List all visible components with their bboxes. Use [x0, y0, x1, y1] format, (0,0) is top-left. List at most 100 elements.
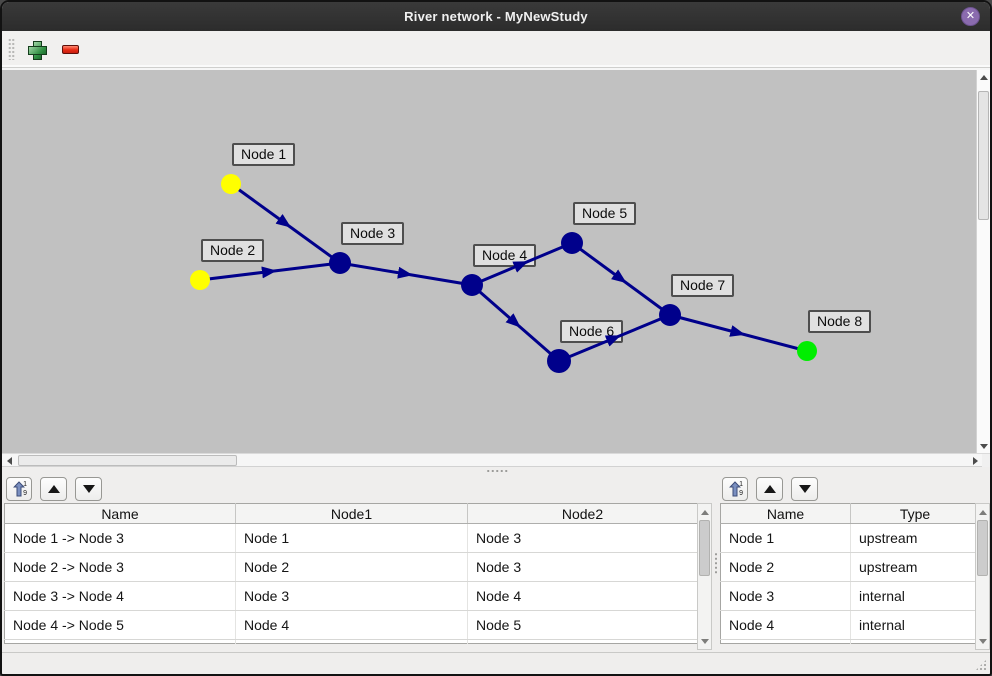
titlebar[interactable]: River network - MyNewStudy ✕: [2, 2, 990, 31]
node-circle[interactable]: [547, 349, 571, 373]
sort-digit-top: 1: [739, 480, 743, 488]
scroll-up-icon[interactable]: [978, 508, 988, 516]
node-label: Node 1: [232, 143, 296, 166]
cell: Node 4: [720, 610, 851, 640]
node-label: Node 3: [341, 222, 405, 245]
bottom-panes: 1 9 Name Node1 Node2 Node 1 -> Node 3 No…: [2, 474, 990, 652]
table-row[interactable]: Node 4 internal: [720, 610, 980, 640]
links-vscroll-thumb[interactable]: [699, 520, 710, 576]
river-edge[interactable]: [558, 313, 671, 363]
scroll-down-icon[interactable]: [979, 442, 989, 450]
cell: internal: [850, 581, 980, 611]
vertical-splitter[interactable]: [713, 474, 718, 652]
table-row[interactable]: Node 4 -> Node 5 Node 4 Node 5: [4, 610, 698, 640]
down-arrow-icon: [82, 484, 95, 493]
river-edge[interactable]: [471, 283, 560, 363]
cell: Node 2: [720, 552, 851, 582]
canvas-horizontal-scrollbar[interactable]: [2, 453, 990, 467]
table-row[interactable]: Node 3 internal: [720, 581, 980, 611]
nodes-vscroll-thumb[interactable]: [977, 520, 988, 576]
links-col-name[interactable]: Name: [4, 503, 236, 524]
nodes-move-down-button[interactable]: [791, 476, 818, 501]
add-node-button[interactable]: [23, 36, 49, 62]
links-vertical-scrollbar[interactable]: [697, 503, 712, 650]
node-circle[interactable]: [221, 174, 241, 194]
node-label: Node 7: [671, 274, 735, 297]
links-sort-button[interactable]: 1 9: [6, 476, 32, 501]
scroll-right-icon[interactable]: [969, 454, 982, 467]
links-col-node1[interactable]: Node1: [235, 503, 468, 524]
links-move-up-button[interactable]: [40, 476, 67, 501]
cell: Node 3: [235, 581, 468, 611]
river-edge[interactable]: [230, 182, 341, 265]
river-edge[interactable]: [571, 241, 671, 317]
cell: Node 4 -> Node 5: [4, 610, 236, 640]
node-circle[interactable]: [461, 274, 483, 296]
table-row[interactable]: Node 2 upstream: [720, 552, 980, 582]
table-row[interactable]: Node 1 upstream: [720, 523, 980, 553]
node-circle[interactable]: [329, 252, 351, 274]
canvas-vertical-scrollbar[interactable]: [976, 70, 990, 453]
status-bar: [2, 652, 990, 674]
up-arrow-icon: [763, 484, 776, 493]
table-row[interactable]: Node 3 -> Node 4 Node 3 Node 4: [4, 581, 698, 611]
nodes-pane: 1 9 Name Type Node 1 upstream Node 2: [718, 474, 990, 652]
nodes-move-up-button[interactable]: [756, 476, 783, 501]
cell: Node 2: [235, 552, 468, 582]
cell: Node 3: [720, 581, 851, 611]
node-circle[interactable]: [797, 341, 817, 361]
river-edge[interactable]: [669, 313, 808, 353]
close-button[interactable]: ✕: [961, 7, 980, 26]
cell: internal: [850, 610, 980, 640]
links-pane: 1 9 Name Node1 Node2 Node 1 -> Node 3 No…: [2, 474, 713, 652]
cell: Node 3 -> Node 4: [4, 581, 236, 611]
scrollbar-corner: [982, 454, 990, 467]
splitter-grip-icon: [486, 469, 508, 473]
scroll-up-icon[interactable]: [979, 73, 989, 81]
node-circle[interactable]: [190, 270, 210, 290]
nodes-col-name[interactable]: Name: [720, 503, 851, 524]
cell: Node 3: [467, 552, 698, 582]
node-label: Node 4: [473, 244, 537, 267]
canvas-vscroll-thumb[interactable]: [978, 91, 989, 220]
resize-grip-icon[interactable]: [975, 659, 987, 671]
nodes-vertical-scrollbar[interactable]: [975, 503, 990, 650]
plus-icon: [27, 40, 47, 60]
horizontal-splitter[interactable]: [2, 467, 990, 474]
links-header-row: Name Node1 Node2: [4, 503, 698, 524]
sort-ascending-icon: [728, 480, 741, 496]
canvas-hscroll-thumb[interactable]: [18, 455, 237, 466]
table-row[interactable]: Node 1 -> Node 3 Node 1 Node 3: [4, 523, 698, 553]
scroll-left-icon[interactable]: [3, 454, 16, 467]
links-move-down-button[interactable]: [75, 476, 102, 501]
node-label: Node 8: [808, 310, 872, 333]
table-row[interactable]: Node 2 -> Node 3 Node 2 Node 3: [4, 552, 698, 582]
nodes-col-type[interactable]: Type: [850, 503, 980, 524]
nodes-toolbar: 1 9: [718, 474, 990, 503]
table-row-partial: [4, 639, 698, 644]
splitter-grip-icon: [714, 552, 718, 574]
scroll-down-icon[interactable]: [700, 637, 710, 645]
node-circle[interactable]: [659, 304, 681, 326]
nodes-header-row: Name Type: [720, 503, 980, 524]
node-circle[interactable]: [561, 232, 583, 254]
river-edge[interactable]: [199, 261, 341, 282]
scroll-up-icon[interactable]: [700, 508, 710, 516]
sort-digit-bottom: 9: [739, 489, 743, 497]
nodes-table: Name Type Node 1 upstream Node 2 upstrea…: [720, 503, 980, 644]
cell: Node 3: [467, 523, 698, 553]
nodes-sort-button[interactable]: 1 9: [722, 476, 748, 501]
links-col-node2[interactable]: Node2: [467, 503, 698, 524]
links-toolbar: 1 9: [2, 474, 713, 503]
river-edge[interactable]: [339, 261, 473, 287]
remove-node-button[interactable]: [57, 36, 83, 62]
window-title: River network - MyNewStudy: [404, 9, 588, 24]
close-icon: ✕: [965, 10, 976, 22]
river-edge[interactable]: [471, 241, 573, 287]
scroll-down-icon[interactable]: [978, 637, 988, 645]
network-svg: [199, 182, 808, 363]
toolbar-grip[interactable]: [8, 38, 15, 60]
